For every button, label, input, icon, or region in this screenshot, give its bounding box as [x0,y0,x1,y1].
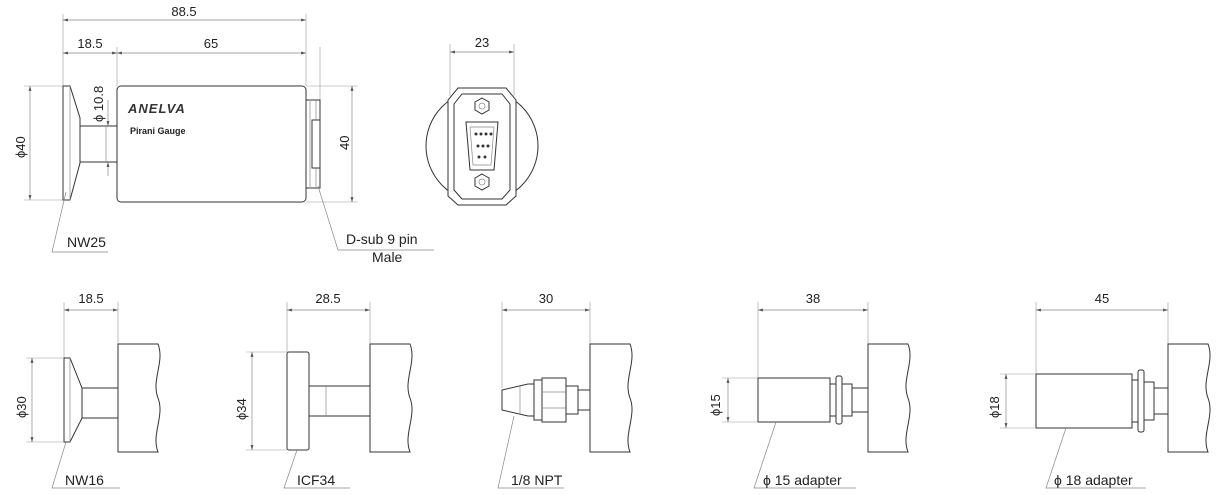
nw16-leader [51,441,120,489]
brand-logo: ANELVA [127,101,186,116]
adapter15-sleeve [757,377,831,423]
nw25-label: NW25 [67,234,106,250]
variant-adapter-18: 45 ϕ18 ϕ 18 adapter [987,291,1211,489]
icf34-diameter-label: ϕ34 [234,398,249,420]
hex-nut-bottom [474,173,490,191]
end-view: 23 [425,35,539,206]
icf34-leader [283,449,350,489]
tube-diameter-label: ϕ 10.8 [91,86,106,122]
flange-diameter-label: ϕ40 [13,136,28,158]
adapter15-leader [753,421,856,489]
gauge-tube [79,125,118,163]
connector-label-1: D-sub 9 pin [346,231,418,247]
adapter18-length-label: 45 [1095,291,1109,306]
variant-adapter-15: 38 ϕ15 ϕ 15 adapter [708,291,911,489]
model-text: Pirani Gauge [130,126,186,136]
nw16-label: NW16 [65,472,104,488]
npt-thread [501,383,535,417]
body-height-label: 40 [337,136,352,150]
overall-length-label: 88.5 [171,4,196,19]
variant-nw16: 18.5 ϕ30 NW16 [14,291,161,489]
adapter15-body-section [867,343,911,453]
npt-body-section [589,343,633,453]
icf34-length-label: 28.5 [315,291,340,306]
icf34-flange [286,351,310,451]
connector-leader [317,185,434,251]
hex-nut-top [474,97,490,115]
nw16-flange [63,357,83,443]
adapter15-diameter-label: ϕ15 [708,394,723,416]
nw25-leader [51,191,108,253]
npt-label: 1/8 NPT [511,472,563,488]
adapter18-sleeve [1035,373,1133,429]
adapter18-diameter-label: ϕ18 [987,396,1002,418]
variant-icf34: 28.5 ϕ34 ICF34 [234,291,413,489]
nw16-body-section [117,343,161,453]
end-view-width-label: 23 [475,35,489,50]
icf34-body-section [369,343,413,453]
nw16-length-label: 18.5 [78,291,103,306]
main-side-view: 88.5 18.5 65 ϕ 10.8 ϕ40 ANELVA Pirani Ga… [13,4,434,265]
npt-leader [497,415,564,489]
npt-length-label: 30 [539,291,553,306]
icf34-label: ICF34 [297,472,335,488]
variant-npt: 30 1/8 NPT [497,291,633,489]
adapter18-leader [1045,427,1146,489]
adapter18-label: ϕ 18 adapter [1054,472,1133,488]
connector-label-2: Male [372,249,403,265]
adapter15-length-label: 38 [806,291,820,306]
body-length-label: 65 [204,36,218,51]
flange-length-label: 18.5 [77,36,102,51]
nw16-diameter-label: ϕ30 [14,396,29,418]
adapter18-body-section [1167,343,1211,453]
nw25-flange [62,85,81,201]
adapter15-label: ϕ 15 adapter [763,472,842,488]
npt-hex [541,377,567,423]
